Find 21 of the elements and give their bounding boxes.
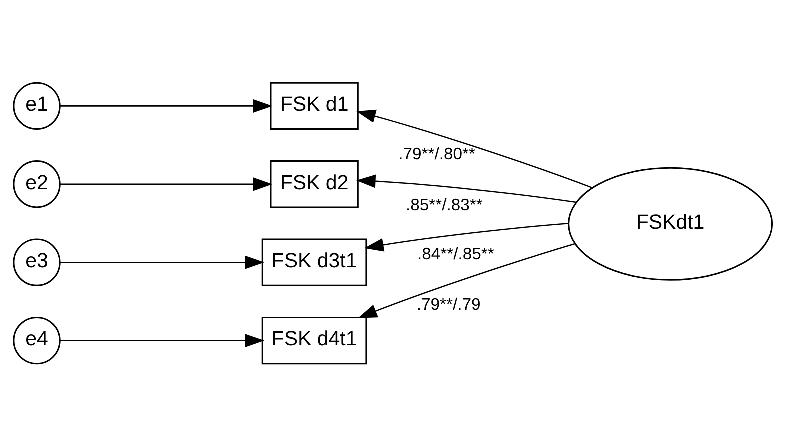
edge-label: .79**/.79 <box>416 294 481 314</box>
arrow <box>60 334 264 348</box>
edge-label: .79**/.80** <box>398 144 476 164</box>
arrow <box>358 242 576 318</box>
arrow <box>60 98 273 112</box>
node-box: FSK d3t1 <box>262 238 368 286</box>
arrow <box>356 174 577 203</box>
arrow <box>60 255 264 269</box>
arrow <box>356 109 593 188</box>
node-circle: e4 <box>13 316 61 364</box>
node-circle: e1 <box>13 82 61 130</box>
node-box: FSK d2 <box>270 160 359 208</box>
edge-label: .84**/.85** <box>418 244 494 263</box>
arrow <box>364 222 569 252</box>
edge-label: .85**/.83** <box>406 195 483 214</box>
node-box: FSK d1 <box>270 82 359 130</box>
node-ellipse: FSKdt1 <box>568 166 774 280</box>
node-box: FSK d4t1 <box>262 316 368 364</box>
node-circle: e3 <box>13 238 61 286</box>
arrow <box>60 177 273 191</box>
node-circle: e2 <box>13 160 61 208</box>
